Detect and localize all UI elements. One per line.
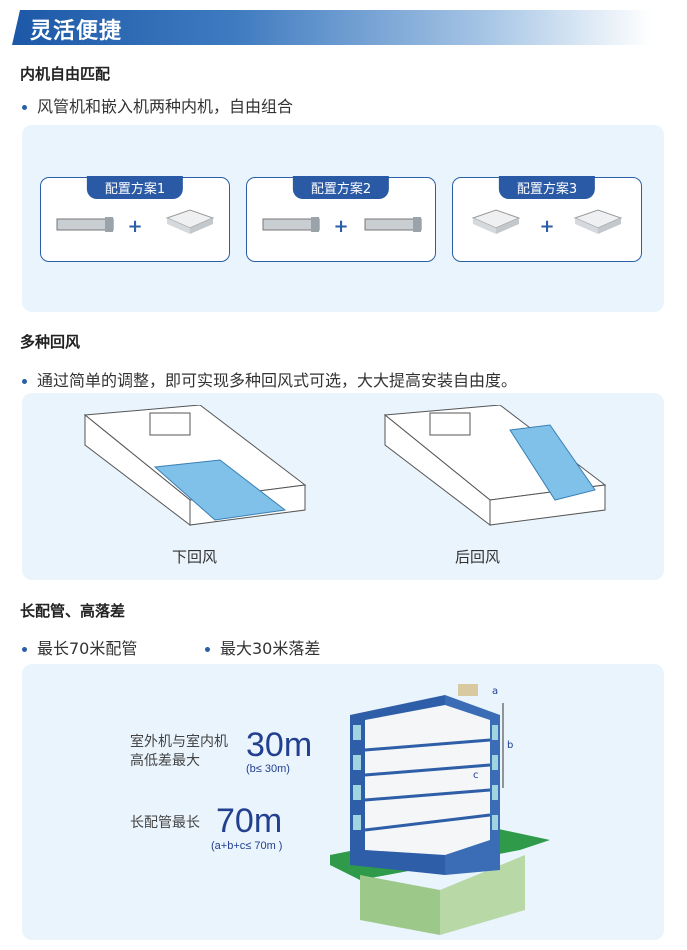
config-label: 配置方案3 <box>498 176 596 199</box>
heading-return-air: 多种回风 <box>20 333 81 351</box>
rear-return-illustration <box>383 405 607 527</box>
label-c: c <box>473 770 479 781</box>
plus-icon: + <box>333 216 349 237</box>
height-diff-value: 30m <box>246 726 313 764</box>
heading-long-pipe: 长配管、高落差 <box>20 602 126 620</box>
bullet-item: 风管机和嵌入机两种内机，自由组合 <box>22 93 293 117</box>
section-banner: 灵活便捷 <box>12 10 652 45</box>
config-card-2: 配置方案2 + <box>246 176 436 262</box>
pipe-panel <box>22 664 664 940</box>
bullet-item: 通过简单的调整，即可实现多种回风式可选，大大提高安装自由度。 <box>22 367 517 391</box>
cassette-unit-icon <box>471 209 521 234</box>
building-illustration: a b c <box>330 684 550 935</box>
pipe-length-value: 70m <box>216 802 283 840</box>
config-label: 配置方案1 <box>86 176 184 199</box>
plus-icon: + <box>127 216 143 237</box>
cassette-unit-icon <box>165 209 215 234</box>
duct-unit-icon <box>364 217 422 232</box>
bullet-dot-icon <box>22 647 27 652</box>
label-a: a <box>492 686 498 697</box>
height-diff-label: 室外机与室内机高低差最大 <box>130 734 228 769</box>
height-diff-note: (b≤ 30m) <box>246 763 290 775</box>
config-card-1: 配置方案1 + <box>40 176 230 262</box>
label-b: b <box>507 740 513 751</box>
bottom-return-illustration <box>83 405 307 527</box>
bottom-return-label: 下回风 <box>172 548 218 566</box>
heading-indoor-matching: 内机自由匹配 <box>20 65 111 83</box>
bullet-dot-icon <box>22 379 27 384</box>
config-label: 配置方案2 <box>292 176 390 199</box>
pipe-length-label: 长配管最长 <box>130 815 200 831</box>
bullet-item: 最长70米配管 <box>22 635 137 659</box>
banner-title: 灵活便捷 <box>30 19 123 44</box>
duct-unit-icon <box>262 217 320 232</box>
plus-icon: + <box>539 216 555 237</box>
pipe-length-note: (a+b+c≤ 70m ) <box>211 840 283 852</box>
rear-return-label: 后回风 <box>455 548 501 566</box>
bullet-dot-icon <box>22 105 27 110</box>
config-card-3: 配置方案3 + <box>452 176 642 262</box>
bullet-dot-icon <box>205 647 210 652</box>
duct-unit-icon <box>56 217 114 232</box>
cassette-unit-icon <box>573 209 623 234</box>
bullet-item: 最大30米落差 <box>205 635 320 659</box>
